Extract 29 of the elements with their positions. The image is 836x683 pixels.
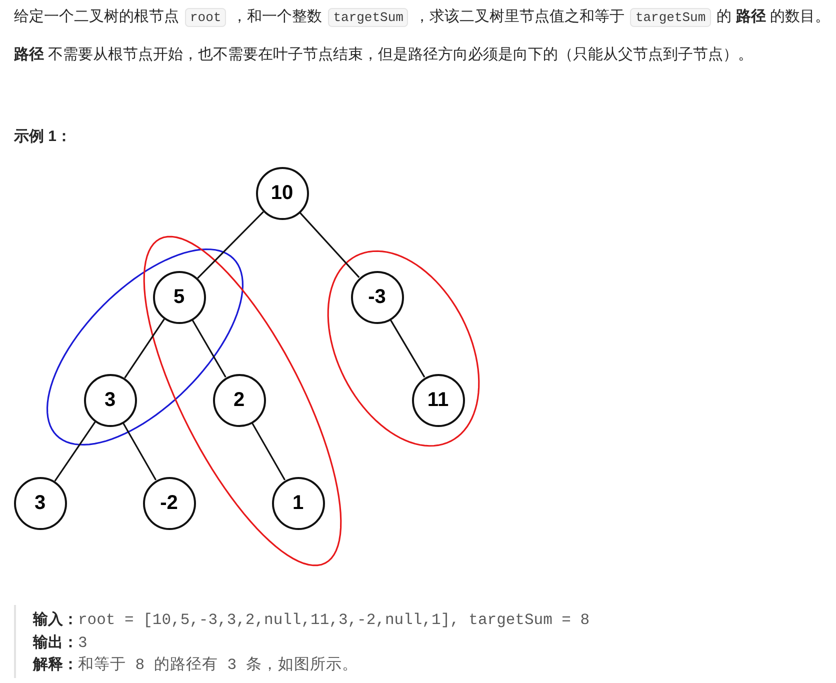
statement-text: ，和一个整数 (232, 8, 322, 25)
tree-edge (124, 318, 165, 378)
tree-edge (192, 320, 226, 378)
tree-edge (299, 212, 360, 278)
tree-edge (122, 422, 157, 480)
inline-code: targetSum (630, 8, 711, 27)
tree-node: 3 (84, 374, 136, 426)
inline-code: root (185, 8, 226, 27)
tree-node: -3 (350, 270, 404, 324)
output-line: 输出：3 (33, 632, 88, 654)
tree-node: 10 (256, 166, 308, 220)
statement-text: 的 路径 的数目。 (716, 8, 830, 25)
tree-node: 5 (152, 270, 206, 324)
inline-code: targetSum (328, 8, 408, 27)
tree-node: 1 (272, 476, 324, 530)
tree-node: 3 (14, 476, 66, 530)
statement-text: 路径 不需要从根节点开始，也不需要在叶子节点结束，但是路径方向必须是向下的（只能从父节点到子节点）。 (14, 46, 754, 63)
tree-edge (390, 319, 426, 378)
statement-text: ，求该二叉树里节点值之和等于 (414, 8, 624, 25)
tree-node: 11 (412, 374, 464, 426)
statement-text: 给定一个二叉树的根节点 (14, 8, 179, 25)
tree-edge (54, 421, 96, 482)
tree-edge (251, 422, 286, 480)
tree-edge (197, 211, 264, 279)
example-heading: 示例 1： (14, 127, 72, 147)
input-line: 输入：root = [10,5,-3,3,2,null,11,3,-2,null,1], targetSum = 8 (33, 610, 590, 631)
tree-node: -2 (142, 476, 196, 530)
tree-node: 2 (212, 374, 266, 426)
explanation-line: 解释：和等于 8 的路径有 3 条，如图所示。 (33, 655, 359, 676)
